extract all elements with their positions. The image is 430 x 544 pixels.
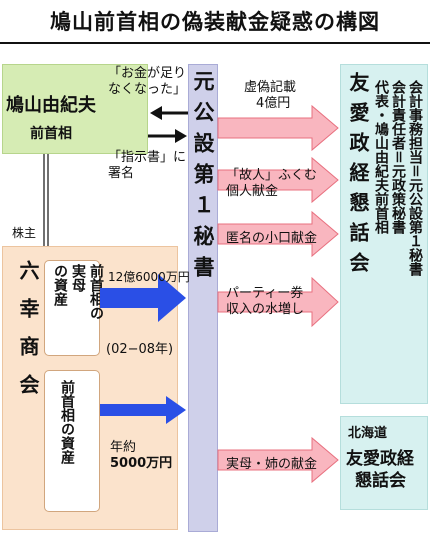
title-divider <box>0 42 430 44</box>
arrow-pink-deceased <box>217 156 339 204</box>
hatoyama-box <box>2 64 148 154</box>
arrow-blue-pm <box>100 396 186 424</box>
pm-asset-box <box>44 370 100 512</box>
hatoyama-name: 鳩山由紀夫 <box>6 95 96 116</box>
mother-sister-label: 実母・姉の献金 <box>226 457 318 472</box>
quote-line: 「お金が足り <box>108 66 187 81</box>
quote-line: 「指示書」に <box>108 150 187 165</box>
quote-order-signed: 「指示書」に 署名 <box>108 150 186 182</box>
arrow-pink-fake-record <box>217 104 339 152</box>
hokkaido-label: 北海道 <box>348 426 388 441</box>
hokkaido-party-box <box>340 416 428 510</box>
quote-line: なくなった」 <box>108 82 187 97</box>
rokko-shokai-name: 六幸商会 <box>16 260 40 412</box>
pm-asset-text: 前首相の資産 <box>58 380 76 464</box>
quote-money-short: 「お金が足り なくなった」 <box>108 66 186 98</box>
amount-pm-line: 5000万円 <box>110 456 173 471</box>
hatoyama-role: 前首相 <box>30 126 72 142</box>
party-ticket-line: パーティー券 <box>226 286 304 301</box>
yuai-party-box <box>340 64 428 404</box>
party-detail-line: 会計事務担当＝元公設第１秘書 <box>407 80 423 276</box>
hokkaido-name-line1: 友愛政経 <box>346 449 414 469</box>
mother-asset-line: の資産 <box>52 264 68 306</box>
party-detail-line: 会計責任者＝元政策秘書 <box>390 80 406 234</box>
period-label: (02−08年) <box>106 342 174 357</box>
amount-mother-label: 12億6000万円 <box>108 270 190 284</box>
anonymous-label: 匿名の小口献金 <box>226 231 318 246</box>
yuai-party-details: 会計事務担当＝元公設第１秘書 会計責任者＝元政策秘書 代表・鳩山由紀夫前首相 <box>372 80 423 276</box>
mother-asset-box <box>44 260 100 356</box>
party-ticket-line: 収入の水増し <box>226 302 305 317</box>
arrowhead <box>175 129 187 143</box>
mother-asset-line: 実母 <box>70 264 86 292</box>
deceased-line: 個人献金 <box>226 184 279 199</box>
fake-record-line: 虚偽記載 <box>244 80 297 95</box>
fake-record-label: 虚偽記載 4億円 <box>244 80 296 112</box>
fake-record-line: 4億円 <box>256 96 291 111</box>
page-title: 鳩山前首相の偽装献金疑惑の構図 <box>50 10 380 34</box>
deceased-line: 「故人」ふくむ <box>226 168 318 183</box>
arrowhead <box>150 106 162 120</box>
arrow-blue-mother <box>100 274 186 322</box>
party-detail-line: 代表・鳩山由紀夫前首相 <box>373 80 389 234</box>
deceased-label: 「故人」ふくむ 個人献金 <box>226 168 317 200</box>
amount-pm-line: 年約 <box>110 440 137 455</box>
quote-line: 署名 <box>108 166 135 181</box>
amount-pm-label: 年約 5000万円 <box>110 440 172 472</box>
arrow-pink-mother-sister <box>217 436 339 484</box>
pm-asset-line: 前首相の資産 <box>59 380 75 464</box>
arrow-pink-anonymous <box>217 210 339 258</box>
party-ticket-label: パーティー券 収入の水増し <box>226 286 304 318</box>
yuai-party-name: 友愛政経懇話会 <box>346 72 370 282</box>
arrow-pink-party-ticket <box>217 276 339 328</box>
mother-asset-text: 前首相の 実母 の資産 <box>51 264 105 320</box>
hokkaido-name-line2: 懇話会 <box>355 471 406 491</box>
shareholder-label: 株主 <box>12 226 37 240</box>
secretary-label: 元公設第１秘書 <box>191 70 215 287</box>
